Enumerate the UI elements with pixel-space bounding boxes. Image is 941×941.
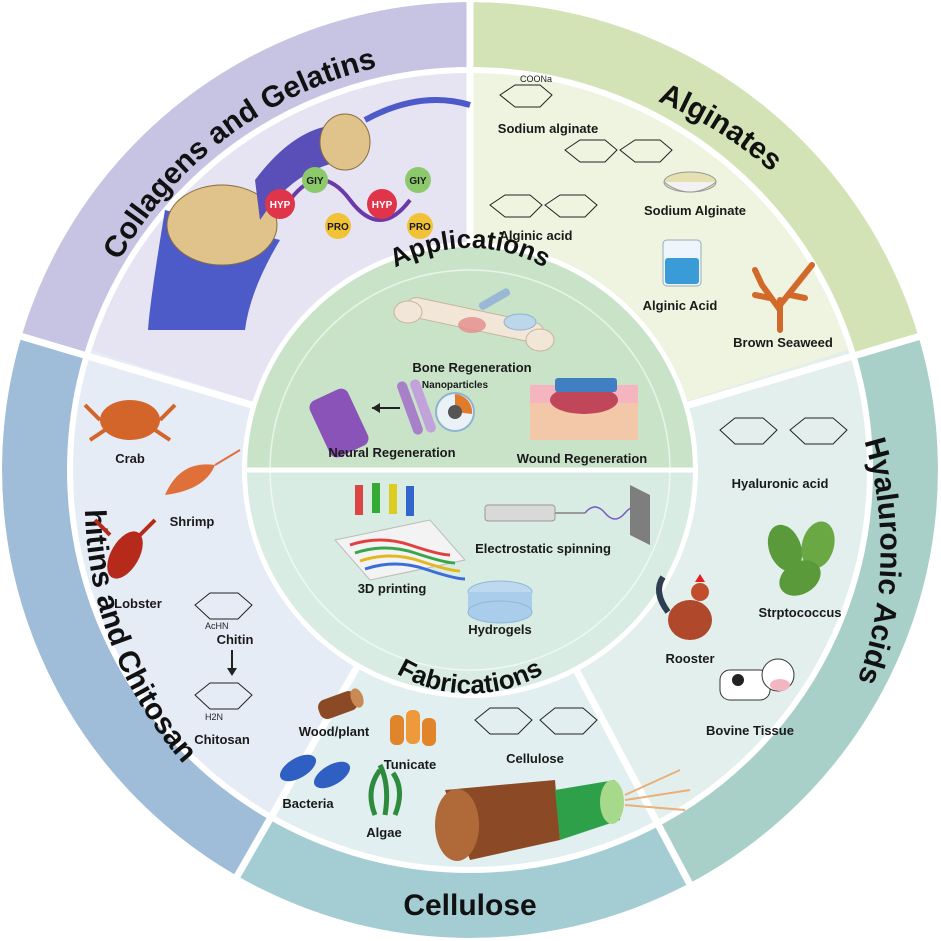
streptococcus-illustration [767,521,835,596]
alginic-acid-structure-label: Alginic acid [500,228,573,243]
cow-illustration [719,658,795,701]
giy-badge-2-label: GIY [409,176,427,187]
giy-badge-1-label: GIY [306,176,324,187]
wound-illustration [530,378,638,440]
lobster-label: Lobster [114,596,162,611]
hyp-badge-2 [367,189,397,219]
tunicate-illustration [390,710,436,746]
hyaluronic-structure [719,417,848,445]
coona-label: COONa [520,74,552,84]
giy-badge-2 [405,167,431,193]
3d-printing-label: 3D printing [358,581,427,596]
sodium-alginate-label: Sodium Alginate [644,203,746,218]
alginic-acid-label: Alginic Acid [643,298,718,313]
electrospinning-illustration [484,485,650,545]
crab-illustration [83,400,177,442]
chitin-label: Chitin [217,632,254,647]
lobster-illustration [93,518,157,579]
fiber-bundle-illustration [435,769,691,861]
wood-illustration [318,688,364,719]
chitin-structure [194,592,253,710]
neural-regeneration-label: Neural Regeneration [328,445,455,460]
hyaluronic-acid-label: Hyaluronic acid [732,476,829,491]
hyp-badge-1 [265,189,295,219]
strptococcus-label: Strptococcus [758,605,841,620]
bovine-tissue-label: Bovine Tissue [706,723,794,738]
amino-acid-badges: HYP GIY PRO HYP GIY PRO [265,167,433,239]
rooster-illustration [656,574,712,640]
algae-illustration [368,763,402,816]
cellulose-structure-label: Cellulose [506,751,564,766]
achn-label: AcHN [205,621,229,631]
hyp-badge-2-label: HYP [372,200,393,211]
wound-regeneration-label: Wound Regeneration [517,451,648,466]
sodium-alginate-structure-label: Sodium alginate [498,121,598,136]
electrostatic-spinning-label: Electrostatic spinning [475,541,611,556]
wood-plant-label: Wood/plant [299,724,370,739]
bacteria-label: Bacteria [282,796,334,811]
middle-ring-border [67,67,873,873]
crab-label: Crab [115,451,145,466]
pro-badge-2 [407,213,433,239]
hydrogels-label: Hydrogels [468,622,532,637]
hydrogel-illustration [467,580,533,624]
nanoparticles-label: Nanoparticles [422,380,489,391]
shrimp-illustration [165,449,241,495]
beaker-illustration [662,239,702,287]
giy-badge-1 [302,167,328,193]
pro-badge-1-label: PRO [327,222,349,233]
bone-regeneration-label: Bone Regeneration [412,360,531,375]
bacteria-illustration [279,754,351,789]
shrimp-label: Shrimp [170,514,215,529]
brown-seaweed-label: Brown Seaweed [733,335,833,350]
sodium-alginate-dish [663,171,717,193]
cellulose-structure [474,707,598,735]
h2n-label: H2N [205,712,223,722]
algae-label: Algae [366,825,401,840]
chitosan-label: Chitosan [194,732,250,747]
cellulose-title: Cellulose [403,889,536,922]
pro-badge-1 [325,213,351,239]
neural-illustration [309,379,475,458]
hyp-badge-1-label: HYP [270,200,291,211]
pro-badge-2-label: PRO [409,222,431,233]
fabrications-half [247,470,693,693]
seaweed-illustration [752,262,815,333]
rooster-label: Rooster [665,651,714,666]
bone-illustration [393,288,555,352]
alginate-structures [489,84,673,218]
printing-illustration [334,483,466,581]
tunicate-label: Tunicate [384,757,437,772]
